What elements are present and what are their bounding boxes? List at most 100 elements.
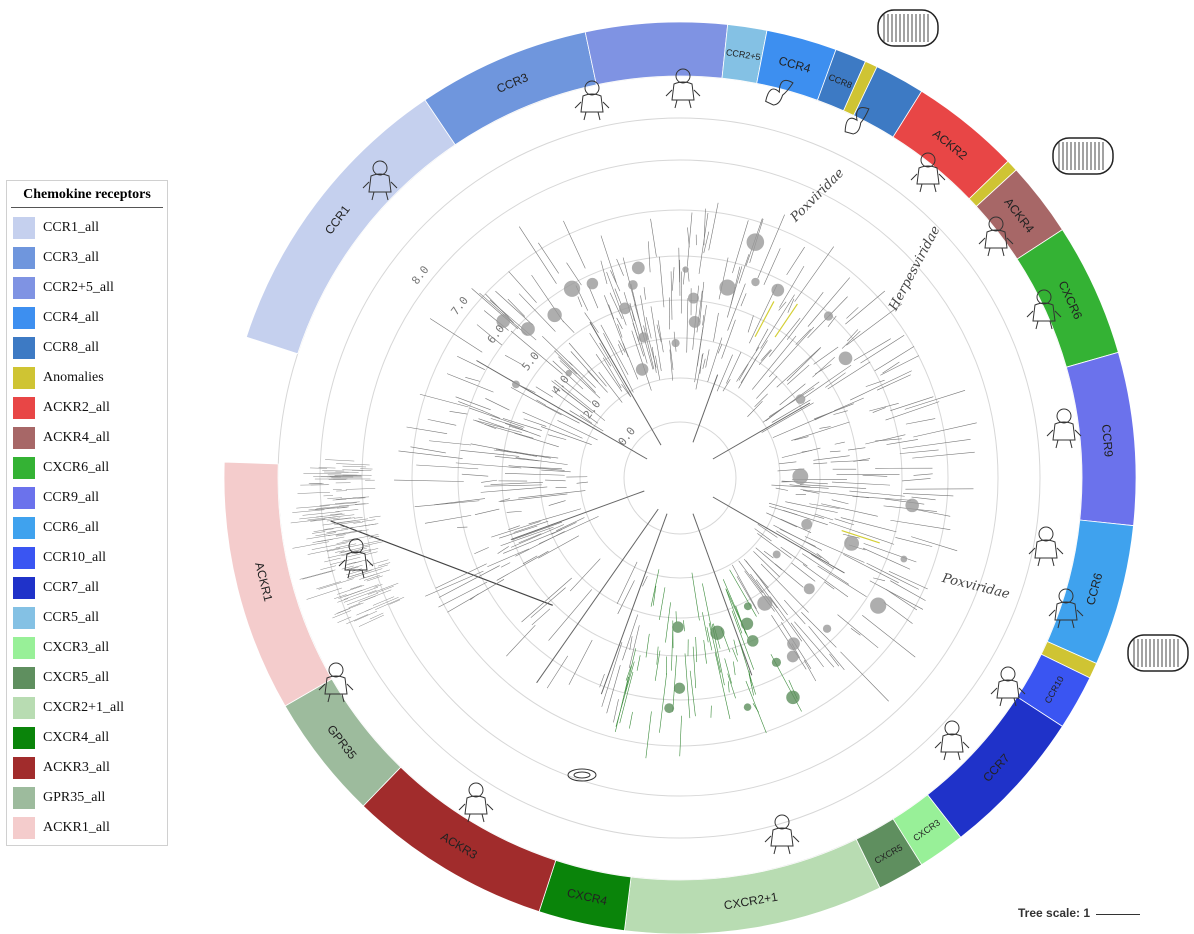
node-marker [619,302,631,315]
legend-item: ACKR1_all [13,817,110,839]
branch-twig [614,288,622,305]
node-marker [772,550,781,559]
branch-twig [369,536,380,539]
branch-twig [904,390,966,410]
branch-twig [332,498,347,501]
branch-twig [584,312,599,333]
node-marker [844,535,859,551]
legend-label: CCR10_all [43,550,107,565]
branch-twig [771,399,811,423]
legend-label: ACKR2_all [43,400,110,415]
branch-twig [692,646,697,689]
branch-twig [361,519,376,522]
branch-twig [469,407,525,428]
branch-twig [345,488,376,490]
branch-twig [506,624,536,657]
branch-twig [865,434,906,445]
node-marker [905,498,919,513]
branch-twig [292,541,330,549]
branch-twig [766,512,797,528]
branch-twig [761,402,814,433]
branch-twig [911,496,936,501]
branch-twig [504,354,524,366]
node-marker [787,637,800,651]
human-figure-icon [1048,588,1084,629]
branch-twig [631,330,652,391]
branch-twig [803,659,817,682]
branch-twig [347,572,364,578]
human-figure-icon [318,662,354,703]
branch-twig [833,410,848,415]
node-marker [638,332,649,343]
branch [692,513,753,676]
legend-title: Chemokine receptors [11,187,163,208]
branch-twig [873,577,886,582]
branch-twig [786,292,824,340]
branch-twig [736,576,760,615]
branch-twig [671,628,674,671]
branch-twig [862,547,911,570]
legend-swatch [13,547,35,569]
branch-twig [659,673,667,733]
branch-twig [446,373,494,393]
node-marker [496,314,511,328]
branch-twig [655,355,661,380]
legend-item: CXCR6_all [13,457,109,479]
branch-twig [862,615,916,658]
branch-twig [840,517,897,533]
branch-twig [717,343,723,354]
branch-twig [363,575,380,581]
branch-twig [494,456,540,462]
node-marker [746,233,765,251]
branch-twig [502,418,542,431]
branch-twig [508,465,565,471]
branch-twig [847,447,866,451]
branch-twig [547,434,567,440]
branch-twig [341,553,350,557]
branch-twig [882,361,900,374]
branch-twig [495,448,538,457]
branch-twig [337,602,364,614]
branch-twig [624,648,637,693]
node-marker [792,468,809,485]
branch-twig [773,524,823,551]
branch-twig [659,587,666,620]
branch-twig [654,650,661,681]
branch-twig [522,411,583,439]
branch-twig [348,539,382,548]
branch-twig [598,371,623,403]
branch-twig [472,419,522,433]
branch-twig [699,281,705,322]
branch-twig [416,464,479,470]
human-figure-icon [1046,408,1082,449]
branch-twig [727,266,743,318]
human-figure-icon [990,666,1026,707]
branch-twig [608,304,615,320]
branch-twig [429,440,472,446]
branch-twig [862,474,888,477]
branch-twig [615,661,635,727]
branch-twig [350,566,359,570]
branch-twig [865,379,885,387]
branch-twig [827,315,837,327]
branch-twig [812,356,835,378]
branch-twig [829,653,840,667]
branch-twig [306,534,331,540]
branch-twig [498,498,510,502]
branch-twig [342,469,372,471]
branch-twig [353,560,362,564]
branch-twig [840,651,889,702]
branch-twig [850,370,912,401]
branch-twig [684,653,691,719]
branch-twig [703,231,710,254]
branch-twig [913,422,977,438]
branch-twig [292,509,325,513]
node-marker [521,322,535,336]
branch-twig [678,247,680,283]
branch-twig [713,312,719,342]
branch-twig [374,584,383,588]
branch-twig [683,620,685,632]
branch-twig [334,518,369,524]
branch-twig [729,569,757,617]
branch-twig [340,545,371,553]
